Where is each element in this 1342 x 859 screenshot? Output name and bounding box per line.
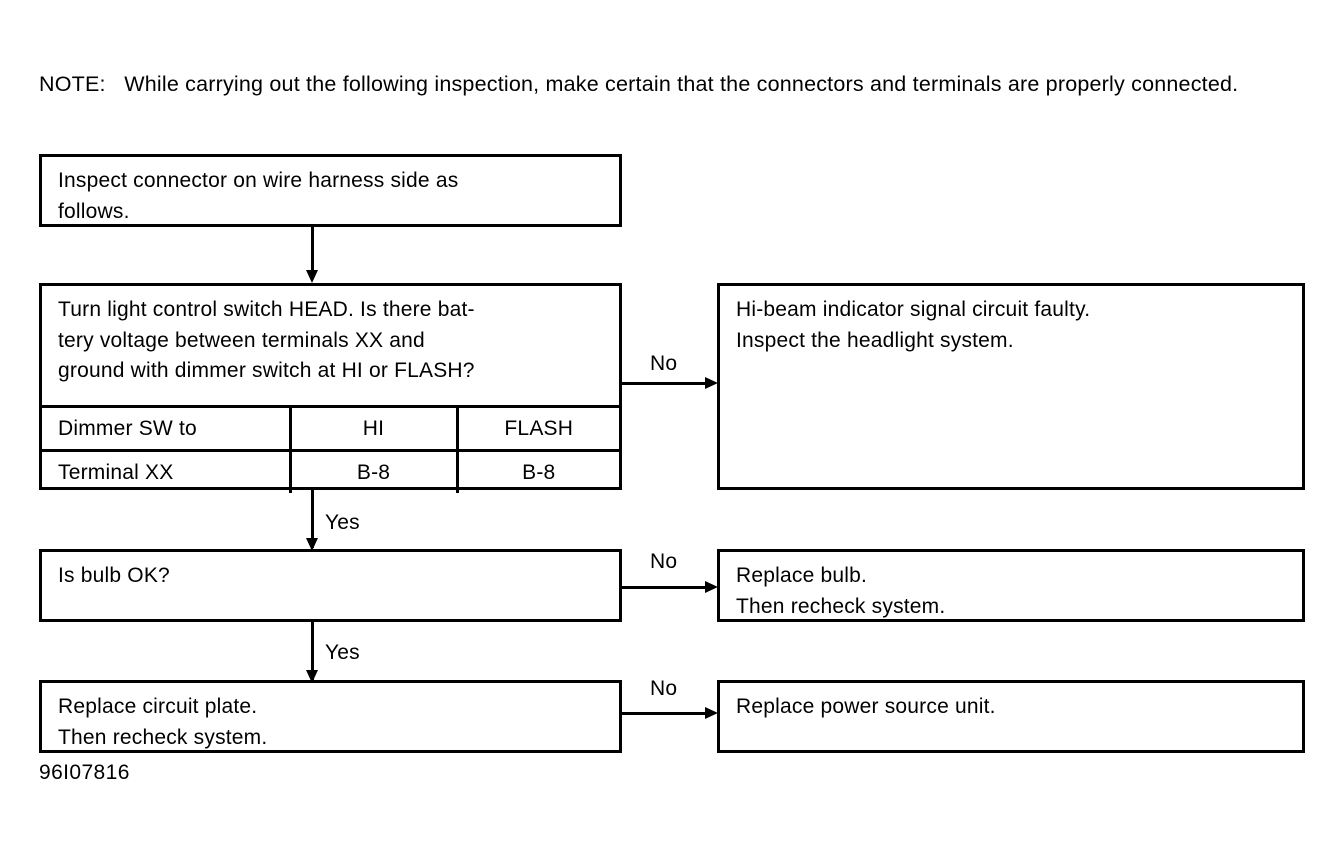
table-row: Terminal XX B-8 B-8	[42, 449, 619, 493]
figure-id-label: 96I07816	[39, 761, 130, 784]
table-cell-terminal-label: Terminal XX	[42, 449, 292, 493]
arrow-box2-to-box3	[306, 538, 318, 551]
flow-box-replace-circuit-plate-text: Replace circuit plate. Then recheck syst…	[58, 695, 268, 749]
note-paragraph: NOTE: While carrying out the following i…	[39, 72, 1239, 96]
flow-box-battery-voltage-question-text: Turn light control switch HEAD. Is there…	[58, 298, 475, 382]
arrow-box3-to-box4	[306, 670, 318, 683]
table-cell-dimmer-sw-flash: FLASH	[457, 405, 619, 451]
flow-box-is-bulb-ok-text: Is bulb OK?	[58, 564, 170, 587]
arrow-box1-to-box2	[306, 270, 318, 283]
table-row: Dimmer SW to HI FLASH	[42, 405, 619, 451]
branch-label-yes-1: Yes	[325, 511, 360, 534]
connector-box2-to-box3	[311, 490, 314, 548]
arrow-box4-no	[705, 707, 718, 719]
connector-box1-to-box2	[311, 227, 314, 272]
connector-box3-no	[622, 586, 712, 589]
flow-box-inspect-connector-text: Inspect connector on wire harness side a…	[58, 169, 459, 223]
table-cell-dimmer-sw-hi: HI	[290, 405, 459, 451]
connector-box3-to-box4	[311, 622, 314, 680]
arrow-box3-no	[705, 581, 718, 593]
branch-label-no-3: No	[650, 677, 678, 700]
flow-box-replace-bulb: Replace bulb. Then recheck system.	[717, 549, 1305, 622]
connector-box4-no	[622, 712, 712, 715]
flow-box-hi-beam-indicator-faulty-text: Hi-beam indicator signal circuit faulty.…	[736, 298, 1091, 352]
table-cell-terminal-hi: B-8	[290, 449, 459, 493]
flow-box-inspect-connector: Inspect connector on wire harness side a…	[39, 154, 622, 227]
flow-box-is-bulb-ok: Is bulb OK?	[39, 549, 622, 622]
connector-box2-no	[622, 382, 712, 385]
table-cell-terminal-flash: B-8	[457, 449, 619, 493]
flow-box-battery-voltage-question: Turn light control switch HEAD. Is there…	[39, 283, 622, 493]
branch-label-no-2: No	[650, 550, 678, 573]
flow-box-replace-circuit-plate: Replace circuit plate. Then recheck syst…	[39, 680, 622, 753]
dimmer-terminal-table: Dimmer SW to HI FLASH Terminal XX B-8 B-…	[42, 405, 619, 493]
branch-label-no-1: No	[650, 352, 678, 375]
flow-box-replace-power-source-unit: Replace power source unit.	[717, 680, 1305, 753]
flow-box-replace-power-source-unit-text: Replace power source unit.	[736, 695, 996, 718]
branch-label-yes-2: Yes	[325, 641, 360, 664]
flow-box-hi-beam-indicator-faulty: Hi-beam indicator signal circuit faulty.…	[717, 283, 1305, 490]
arrow-box2-no	[705, 377, 718, 389]
flow-box-replace-bulb-text: Replace bulb. Then recheck system.	[736, 564, 946, 618]
table-cell-dimmer-sw-label: Dimmer SW to	[42, 405, 292, 451]
